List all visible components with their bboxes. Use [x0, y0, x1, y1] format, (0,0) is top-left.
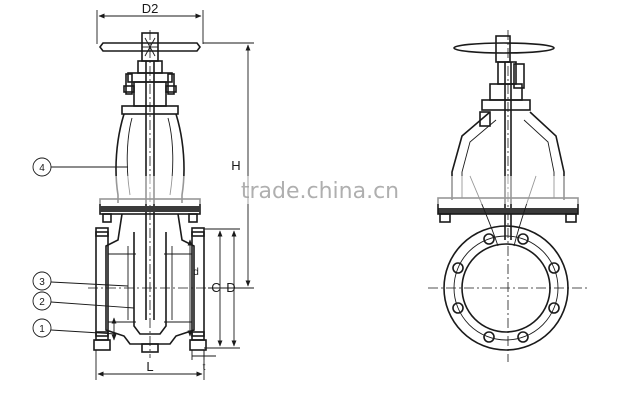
callout-3-leader — [50, 281, 129, 287]
side-gland — [489, 83, 523, 101]
flange-nut-left — [102, 213, 112, 223]
side-gland-bolt — [513, 63, 525, 89]
bolt-hole-4 — [517, 331, 529, 343]
side-packing — [481, 99, 531, 111]
callout-1: 1 — [32, 318, 117, 338]
flange-bolt-tl — [95, 227, 109, 237]
callout-2-leader — [50, 301, 135, 309]
callout-4-number: 4 — [39, 163, 45, 174]
flange-bolt-tr — [191, 227, 205, 237]
callout-2: 2 — [32, 291, 135, 311]
label-d-small: d — [193, 267, 199, 278]
side-bore — [461, 243, 551, 333]
callout-3: 3 — [32, 271, 129, 291]
flange-nut-right — [188, 213, 198, 223]
body-foot-left — [93, 339, 111, 351]
dimension-t: t — [191, 350, 216, 373]
flange-gasket — [100, 206, 200, 212]
body-foot-right — [189, 339, 207, 351]
gland-bolt-left — [125, 73, 133, 95]
side-bolt-circle — [453, 235, 559, 341]
yoke-bushing — [121, 60, 179, 115]
bonnet-flange-top — [121, 105, 179, 115]
bolt-hole-7 — [452, 262, 464, 274]
bolt-hole-8 — [483, 233, 495, 245]
hub-cross-b — [144, 37, 156, 57]
wedge-gate — [133, 232, 167, 335]
label-t: t — [203, 362, 206, 373]
bolt-hole-2 — [548, 262, 560, 274]
label-l: L — [146, 359, 153, 374]
watermark-text: trade.china.cn — [241, 179, 399, 204]
callout-2-number: 2 — [39, 297, 45, 308]
label-d-big: D — [226, 280, 235, 295]
bolt-hole-3 — [548, 302, 560, 314]
side-handwheel — [453, 35, 555, 127]
callout-4: 4 — [32, 157, 128, 177]
dimension-c-d: C D — [204, 228, 240, 349]
side-end-flange — [443, 225, 569, 351]
bolt-hole-1 — [517, 233, 529, 245]
bolt-hole-6 — [452, 302, 464, 314]
side-lug — [479, 111, 491, 127]
dimension-h: H — [203, 42, 254, 289]
label-c: C — [211, 280, 220, 295]
callout-3-number: 3 — [39, 277, 45, 288]
label-d2: D2 — [142, 1, 159, 16]
side-handwheel-rim — [453, 42, 555, 54]
side-flange-gasket — [438, 208, 578, 214]
drain-plug — [141, 343, 159, 353]
side-flange-nut-left — [439, 213, 451, 223]
bolt-hole-5 — [483, 331, 495, 343]
watermark-band — [60, 176, 580, 204]
dimension-d2: D2 — [96, 1, 204, 44]
gland-bolt-right — [167, 73, 175, 95]
callouts: 4 3 2 1 — [32, 157, 135, 338]
dimension-d-small: d — [187, 239, 199, 337]
watermark: trade.china.cn — [60, 176, 580, 204]
side-flange-outer — [443, 225, 569, 351]
side-flange-nut-right — [565, 213, 577, 223]
valve-body — [93, 213, 207, 353]
callout-1-number: 1 — [39, 324, 45, 335]
label-h: H — [231, 158, 240, 173]
callout-1-leader — [50, 329, 117, 335]
handwheel-rim — [99, 42, 201, 52]
